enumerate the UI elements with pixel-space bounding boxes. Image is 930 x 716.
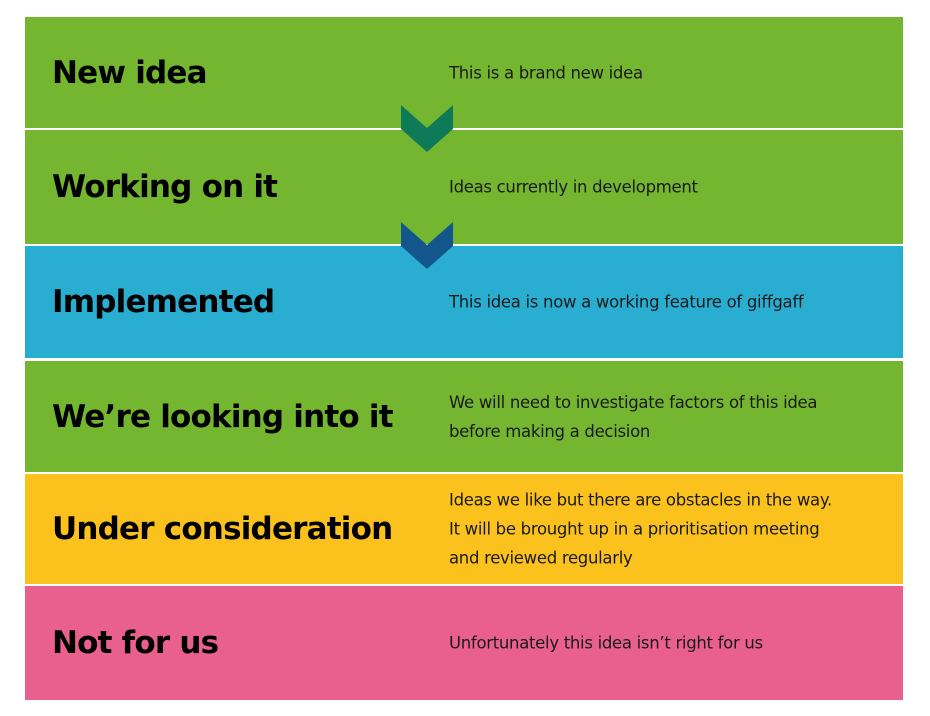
status-row-looking-into-it: We’re looking into it We will need to in… (25, 361, 903, 472)
status-row-working-on-it: Working on it Ideas currently in develop… (25, 130, 903, 244)
status-row-not-for-us: Not for us Unfortunately this idea isn’t… (25, 586, 903, 700)
status-title: Under consideration (52, 511, 393, 547)
status-title: Not for us (52, 625, 219, 661)
status-title: We’re looking into it (52, 398, 394, 435)
status-description: We will need to investigate factors of t… (449, 392, 818, 441)
status-description: This is a brand new idea (449, 63, 643, 82)
status-description: Unfortunately this idea isn’t right for … (449, 633, 763, 653)
status-description: Ideas currently in development (449, 177, 698, 197)
status-title: New idea (52, 54, 208, 91)
chevron-down-icon (401, 105, 453, 152)
status-row-implemented: Implemented This idea is now a working f… (25, 246, 903, 358)
status-row-new-idea: New idea This is a brand new idea (25, 17, 903, 128)
status-row-under-consideration: Under consideration Ideas we like but th… (25, 474, 903, 584)
status-title: Working on it (52, 169, 278, 205)
status-title: Implemented (52, 284, 275, 320)
status-description: Ideas we like but there are obstacles in… (449, 490, 832, 568)
idea-status-diagram: New idea This is a brand new idea Workin… (25, 17, 903, 700)
status-description: This idea is now a working feature of gi… (449, 292, 804, 312)
chevron-down-icon (401, 222, 453, 269)
